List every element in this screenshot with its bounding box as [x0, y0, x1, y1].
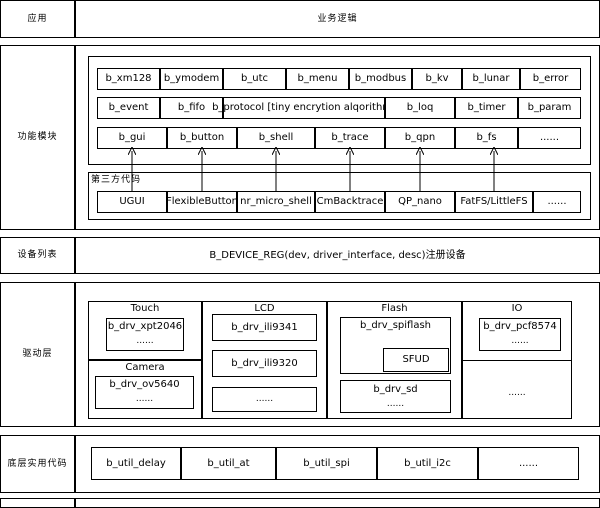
module-b-param: b_param — [518, 97, 581, 119]
module-b-xm128: b_xm128 — [97, 68, 160, 90]
third-party-title: 第三方代码 — [91, 174, 142, 185]
device-reg-box — [75, 237, 600, 274]
app-layer-label: 应用 — [27, 13, 48, 24]
driver-camera-title: Camera — [125, 362, 165, 373]
third-party-cmbacktrace: CmBacktrace — [315, 191, 385, 213]
driver-flash-title: Flash — [381, 303, 408, 314]
module-b-fs: b_fs — [455, 127, 518, 149]
driver-flash-more: ...... — [386, 398, 405, 409]
functional-layer-label: 功能模块 — [17, 132, 58, 142]
third-party-ugui: UGUI — [97, 191, 167, 213]
driver-camera-more: ...... — [135, 393, 154, 404]
module-b-fifo: b_fifo — [160, 97, 223, 119]
driver-io-divider — [462, 360, 572, 361]
util-at: b_util_at — [181, 447, 276, 480]
driver-io-more-2: ...... — [508, 387, 526, 398]
third-party-fatfs: FatFS/LittleFS — [455, 191, 533, 213]
driver-camera-item-box — [95, 376, 194, 409]
driver-io-pcf8574-box — [479, 318, 561, 351]
driver-lcd-title: LCD — [254, 303, 275, 314]
driver-io-pcf8574: b_drv_pcf8574 — [483, 321, 557, 332]
module-b-log: b_loq — [385, 97, 455, 119]
util-more: ...... — [478, 447, 579, 480]
third-party-nr-micro-shell: nr_micro_shell — [237, 191, 315, 213]
driver-camera-item: b_drv_ov5640 — [109, 379, 180, 390]
bottom-row-box — [75, 498, 600, 508]
third-party-flexiblebutton: FlexibleButton — [166, 191, 238, 213]
module-b-error: b_error — [520, 68, 581, 90]
util-spi: b_util_spi — [276, 447, 377, 480]
driver-flash-spiflash: b_drv_spiflash — [359, 320, 432, 331]
module-b-timer: b_timer — [455, 97, 518, 119]
util-delay: b_util_delay — [91, 447, 181, 480]
driver-layer-label-box — [0, 282, 75, 427]
device-reg-label: B_DEVICE_REG(dev, driver_interface, desc… — [209, 249, 466, 261]
third-party-more: ...... — [533, 191, 581, 213]
third-party-qp-nano: QP_nano — [385, 191, 455, 213]
module-more: ...... — [518, 127, 581, 149]
driver-io-more: ...... — [511, 335, 529, 346]
business-logic-label: 业务逻辑 — [317, 13, 358, 24]
driver-touch-more: ...... — [136, 335, 154, 346]
util-layer-label-box — [0, 435, 75, 493]
driver-io-title: IO — [511, 303, 523, 314]
module-b-kv: b_kv — [412, 68, 462, 90]
driver-flash-sd-box — [340, 380, 451, 413]
bottom-row-label-box — [0, 498, 75, 508]
module-b-menu: b_menu — [286, 68, 349, 90]
module-b-event: b_event — [97, 97, 160, 119]
driver-flash-sfud: SFUD — [383, 348, 449, 372]
driver-flash-sd: b_drv_sd — [373, 384, 418, 395]
driver-touch-item-box — [106, 318, 184, 351]
module-b-modbus: b_modbus — [349, 68, 412, 90]
driver-touch-item: b_drv_xpt2046 — [107, 321, 183, 332]
business-logic-box — [75, 0, 600, 38]
driver-lcd-more: ...... — [212, 387, 317, 412]
driver-touch-title: Touch — [130, 303, 160, 314]
module-b-ymodem: b_ymodem — [160, 68, 223, 90]
app-layer-label-box — [0, 0, 75, 38]
module-b-lunar: b_lunar — [462, 68, 520, 90]
functional-layer-label-box — [0, 45, 75, 230]
device-list-label-box — [0, 237, 75, 274]
module-b-utc: b_utc — [223, 68, 286, 90]
driver-lcd-ili9341: b_drv_ili9341 — [212, 314, 317, 341]
driver-layer-label: 驱动层 — [22, 349, 53, 359]
driver-lcd-ili9320: b_drv_ili9320 — [212, 350, 317, 377]
module-b-protocol: b_protocol [tiny encrytion alqorithm] — [212, 97, 396, 119]
device-list-label: 设备列表 — [17, 250, 58, 260]
util-i2c: b_util_i2c — [377, 447, 478, 480]
util-layer-label: 底层实用代码 — [7, 458, 68, 469]
